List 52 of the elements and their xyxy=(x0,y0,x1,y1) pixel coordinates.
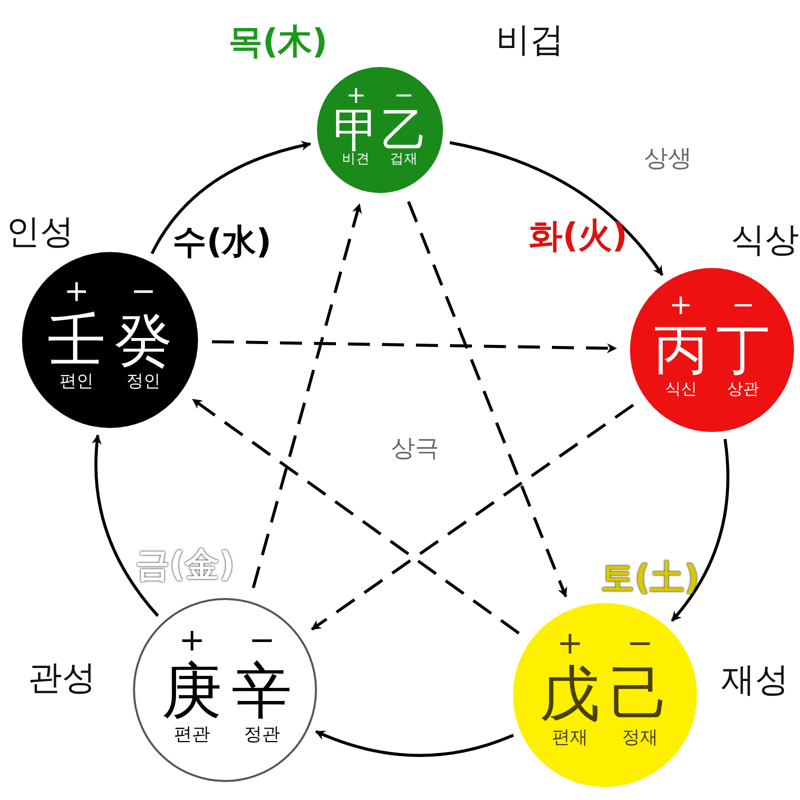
plus-sign: + xyxy=(178,626,206,658)
arrow xyxy=(150,140,312,254)
role-label: 비견 xyxy=(342,153,370,168)
plus-sign: + xyxy=(669,290,693,319)
minus-sign: − xyxy=(130,276,156,307)
plus-sign: + xyxy=(346,83,366,108)
element-label: 화(火) xyxy=(528,219,628,253)
category-label: 인성 xyxy=(6,215,74,249)
role-label: 정관 xyxy=(244,727,280,746)
minus-sign: − xyxy=(731,290,755,319)
element-label: 목(木) xyxy=(228,25,328,59)
element-label: 토(土) xyxy=(600,561,700,595)
relation-label: 상극 xyxy=(391,436,439,460)
stem-character: 丙 xyxy=(654,322,708,378)
element-label: 금(金) xyxy=(135,548,235,582)
arrow xyxy=(92,434,160,617)
stem-character: 辛 xyxy=(231,662,292,722)
stem-character: 壬 xyxy=(48,311,106,369)
role-label: 편인 xyxy=(60,374,94,391)
role-label: 상관 xyxy=(727,381,760,398)
plus-sign: + xyxy=(64,276,90,307)
dashed-arrow xyxy=(407,200,568,598)
category-label: 재성 xyxy=(721,663,789,697)
stem-character: 庚 xyxy=(162,662,223,722)
dashed-arrow xyxy=(192,398,520,634)
plus-sign: + xyxy=(556,628,584,660)
role-label: 편재 xyxy=(552,730,588,748)
relation-label: 상생 xyxy=(644,146,692,170)
element-label: 수(水) xyxy=(172,225,272,259)
arrow xyxy=(315,730,514,757)
dashed-arrow xyxy=(252,203,362,588)
stem-character: 戊 xyxy=(540,664,601,726)
role-label: 정재 xyxy=(622,730,658,748)
minus-sign: − xyxy=(248,626,276,658)
role-label: 겁재 xyxy=(390,153,418,168)
arrow xyxy=(450,141,664,276)
category-label: 관성 xyxy=(28,661,96,695)
minus-sign: − xyxy=(626,628,654,660)
role-label: 정인 xyxy=(126,374,160,391)
category-label: 비겁 xyxy=(496,23,564,57)
stem-character: 癸 xyxy=(114,311,172,369)
stem-character: 乙 xyxy=(380,106,427,154)
stem-character: 丁 xyxy=(716,322,770,378)
stem-character: 己 xyxy=(609,664,670,726)
stem-character: 甲 xyxy=(333,106,380,154)
role-label: 편관 xyxy=(174,727,210,746)
minus-sign: − xyxy=(394,83,414,108)
category-label: 식상 xyxy=(731,223,799,257)
arrow xyxy=(670,438,730,622)
role-label: 식신 xyxy=(664,381,697,398)
dashed-arrow xyxy=(311,404,634,631)
dashed-arrow xyxy=(212,340,618,354)
